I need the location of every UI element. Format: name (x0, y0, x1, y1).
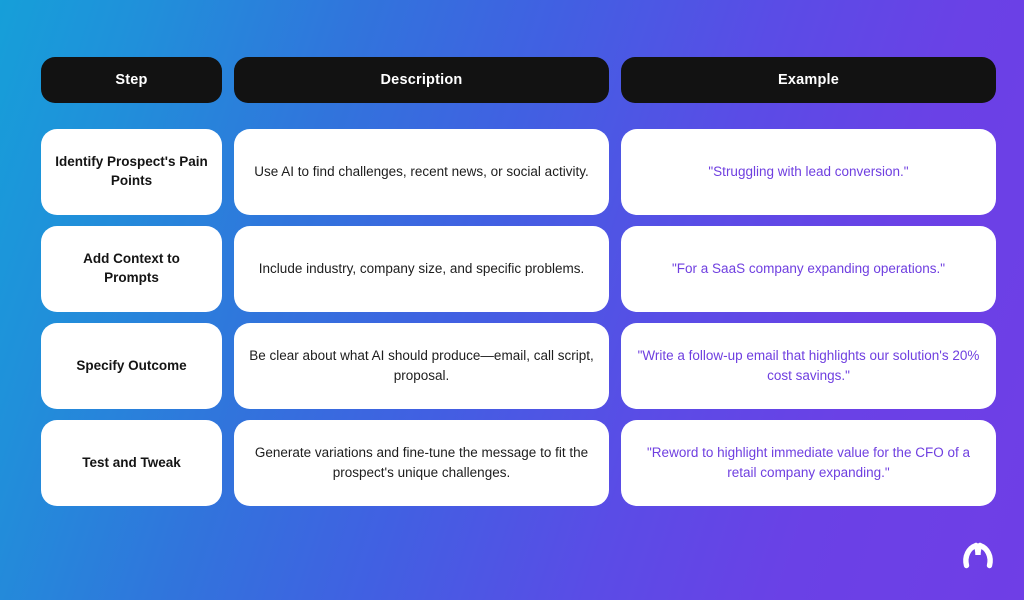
table-cell-description: Use AI to find challenges, recent news, … (234, 129, 609, 215)
step-label: Add Context to Prompts (83, 251, 180, 285)
table-cell-description: Include industry, company size, and spec… (234, 226, 609, 312)
table-row: Test and Tweak Generate variations and f… (41, 420, 996, 506)
table-row: Identify Prospect's Pain Points Use AI t… (41, 129, 996, 215)
example-label: "Reword to highlight immediate value for… (647, 445, 970, 480)
table-cell-example: "Write a follow-up email that highlights… (621, 323, 996, 409)
table-row: Add Context to Prompts Include industry,… (41, 226, 996, 312)
step-label: Identify Prospect's Pain Points (55, 154, 208, 188)
table-cell-description: Generate variations and fine-tune the me… (234, 420, 609, 506)
example-label: "Struggling with lead conversion." (708, 164, 909, 180)
table-header-label-step: Step (115, 72, 148, 88)
brand-arch-icon (963, 542, 993, 569)
table-cell-step: Identify Prospect's Pain Points (41, 129, 222, 215)
table-header-cell-example: Example (621, 57, 996, 103)
table-cell-description: Be clear about what AI should produce—em… (234, 323, 609, 409)
table-cell-example: "For a SaaS company expanding operations… (621, 226, 996, 312)
brand-logo (956, 534, 1000, 578)
table-header-row: Step Description Example (41, 57, 996, 103)
comparison-table: Step Description Example Identify Prospe… (41, 57, 996, 506)
table-header-label-description: Description (380, 72, 463, 88)
table-header-label-example: Example (777, 72, 840, 88)
table-cell-example: "Struggling with lead conversion." (621, 129, 996, 215)
description-label: Include industry, company size, and spec… (258, 261, 585, 277)
table-header-cell-description: Description (234, 57, 609, 103)
example-label: "For a SaaS company expanding operations… (672, 261, 945, 277)
table-header-cell-step: Step (41, 57, 222, 103)
step-label: Specify Outcome (76, 357, 187, 373)
table-row: Specify Outcome Be clear about what AI s… (41, 323, 996, 409)
description-label: Be clear about what AI should produce—em… (249, 348, 594, 383)
description-label: Generate variations and fine-tune the me… (254, 445, 589, 480)
step-label: Test and Tweak (82, 454, 181, 470)
example-label: "Write a follow-up email that highlights… (637, 348, 980, 383)
table-cell-step: Specify Outcome (41, 323, 222, 409)
table-cell-step: Test and Tweak (41, 420, 222, 506)
table-cell-example: "Reword to highlight immediate value for… (621, 420, 996, 506)
table-cell-step: Add Context to Prompts (41, 226, 222, 312)
description-label: Use AI to find challenges, recent news, … (254, 164, 589, 180)
